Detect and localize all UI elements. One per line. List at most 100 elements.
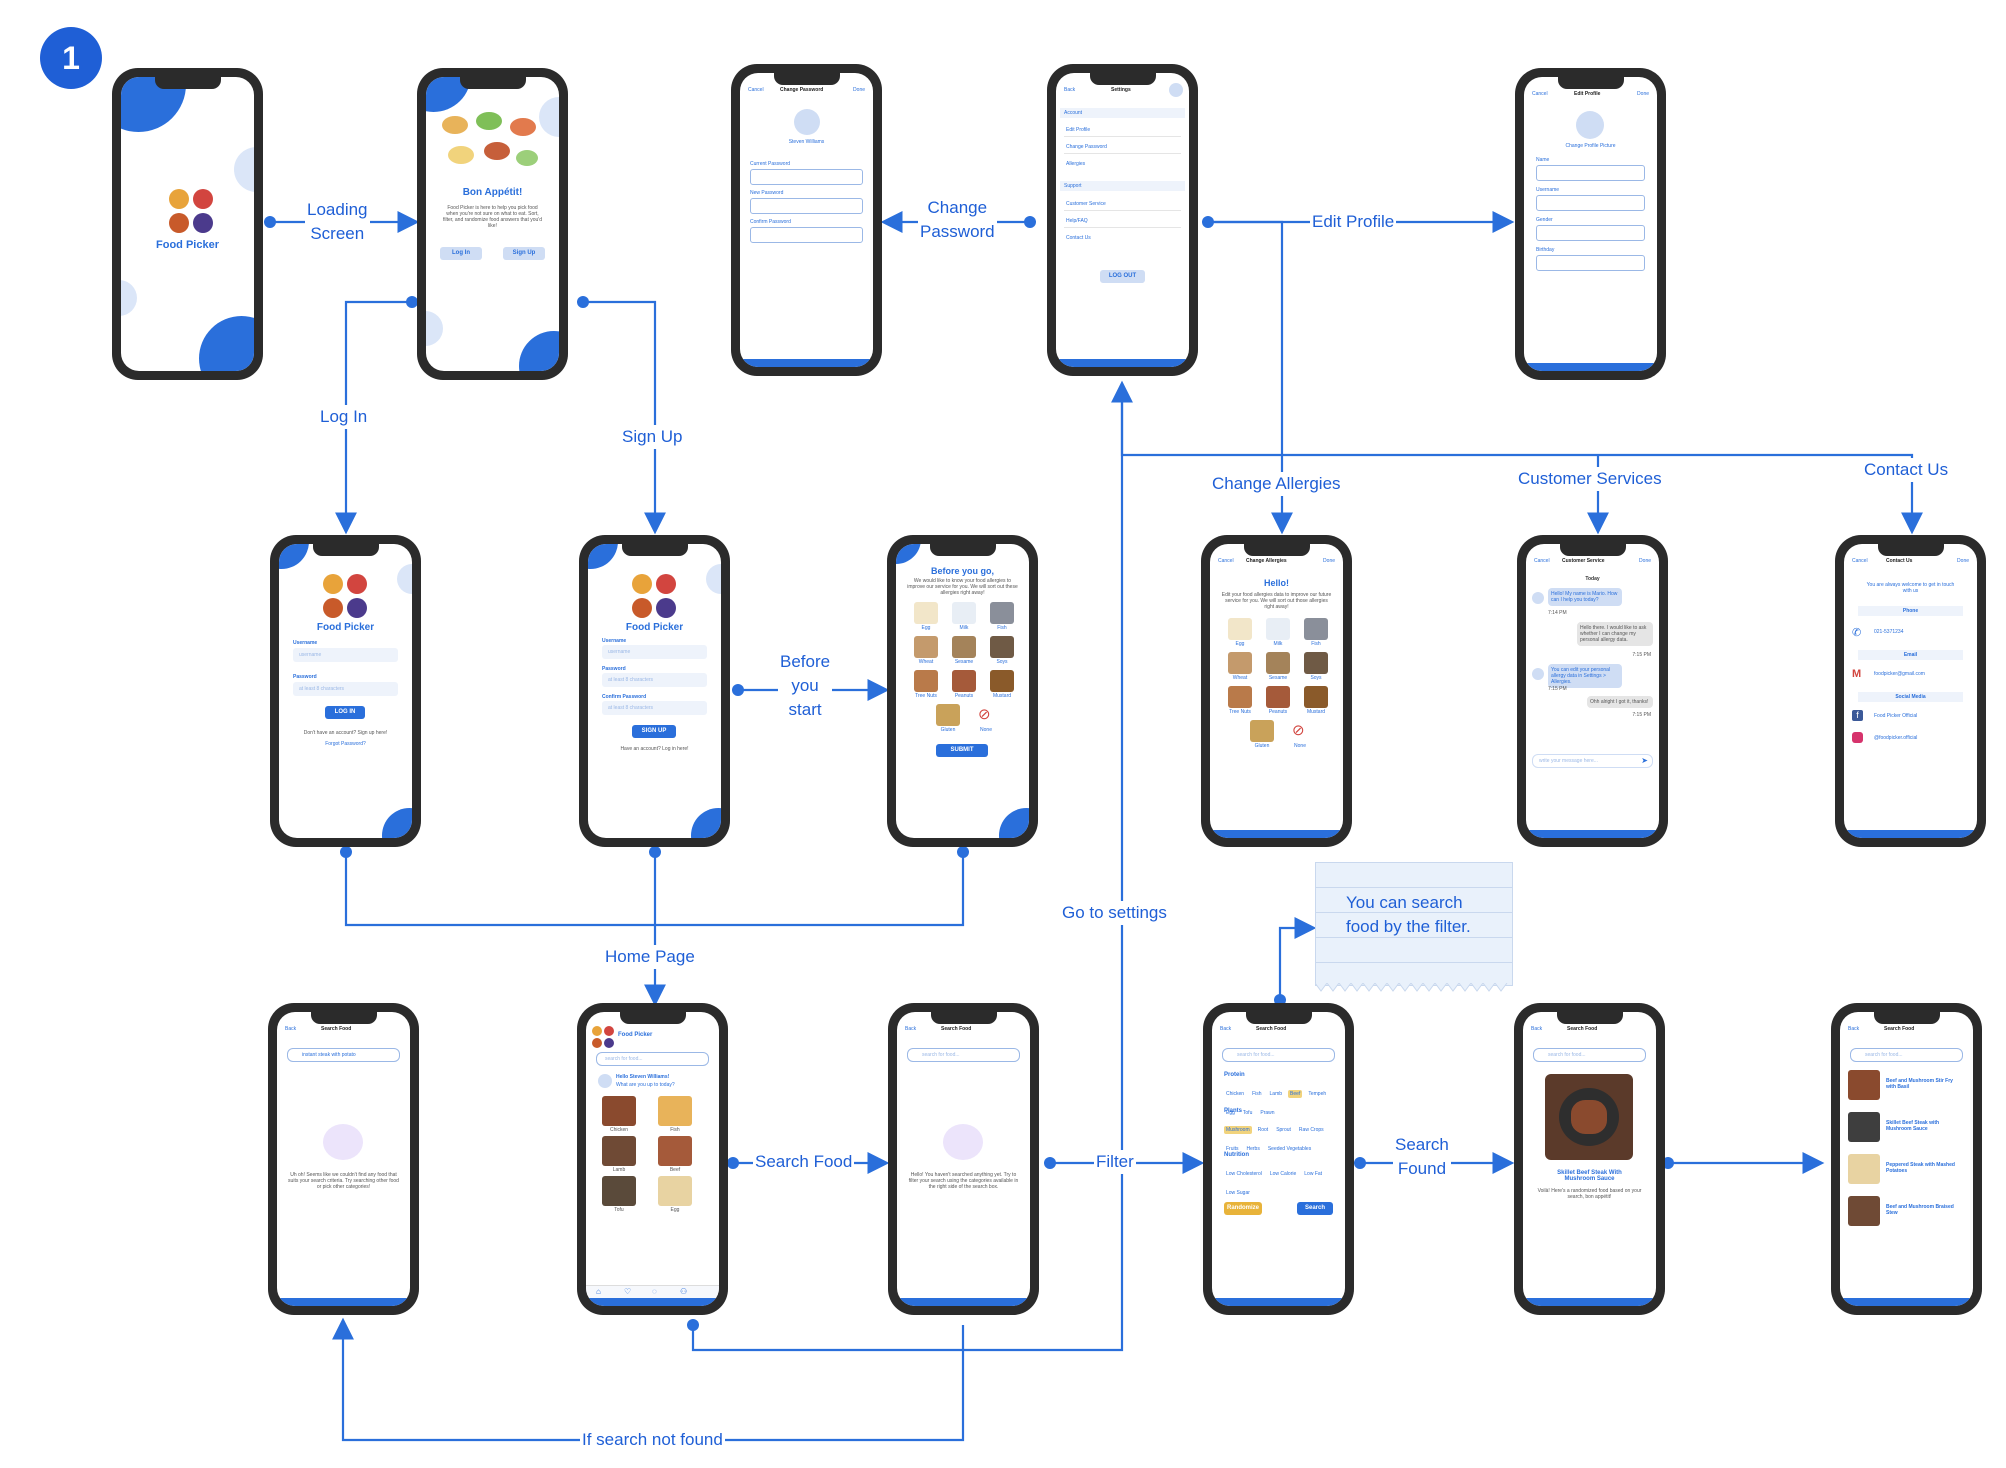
phone-value[interactable]: 021-5371234 bbox=[1874, 629, 1904, 635]
birthday-field[interactable] bbox=[1536, 255, 1645, 271]
allergy-option-fish[interactable] bbox=[990, 602, 1014, 624]
phone-customer-service[interactable]: Cancel Customer Service Done Today Hello… bbox=[1517, 535, 1668, 847]
filter-chip[interactable]: Lamb bbox=[1269, 1091, 1283, 1097]
allergy-option-egg[interactable] bbox=[1228, 618, 1252, 640]
allergy-option-milk[interactable] bbox=[952, 602, 976, 624]
allergy-option-milk[interactable] bbox=[1266, 618, 1290, 640]
category-fish[interactable] bbox=[658, 1096, 692, 1126]
back-button[interactable]: Back bbox=[905, 1026, 917, 1032]
filter-chip[interactable]: Root bbox=[1257, 1127, 1269, 1133]
allergy-option-tree-nuts[interactable] bbox=[1228, 686, 1252, 708]
result-thumbnail[interactable] bbox=[1848, 1112, 1880, 1142]
message-input[interactable]: write your message here... ➤ bbox=[1532, 754, 1653, 768]
filter-chip[interactable]: Beef bbox=[1288, 1090, 1303, 1098]
result-title[interactable]: Peppered Steak with Mashed Potatoes bbox=[1886, 1162, 1955, 1174]
current-password-field[interactable] bbox=[750, 169, 863, 185]
phone-edit-profile[interactable]: Cancel Edit Profile Done Change Profile … bbox=[1515, 68, 1666, 380]
category-tofu[interactable] bbox=[602, 1176, 636, 1206]
send-icon[interactable]: ➤ bbox=[1641, 756, 1648, 765]
back-button[interactable]: Back bbox=[285, 1026, 297, 1032]
phone-search-found[interactable]: Back Search Food search for food... Skil… bbox=[1514, 1003, 1665, 1315]
cancel-button[interactable]: Cancel bbox=[1852, 558, 1868, 564]
filter-chip[interactable]: Sprout bbox=[1276, 1127, 1291, 1133]
phone-search-empty[interactable]: Back Search Food search for food... Hell… bbox=[888, 1003, 1039, 1315]
filter-chip[interactable]: Low Cholesterol bbox=[1226, 1171, 1262, 1177]
name-field[interactable] bbox=[1536, 165, 1645, 181]
allergy-option-mustard[interactable] bbox=[990, 670, 1014, 692]
phone-results[interactable]: Back Search Food search for food... Beef… bbox=[1831, 1003, 1982, 1315]
cancel-button[interactable]: Cancel bbox=[748, 87, 764, 93]
settings-change-password[interactable]: Change Password bbox=[1066, 144, 1107, 150]
email-value[interactable]: foodpicker@gmail.com bbox=[1874, 671, 1925, 677]
allergy-option-none[interactable]: ⊘ bbox=[974, 704, 998, 726]
confirm-password-field[interactable] bbox=[750, 227, 863, 243]
allergy-option-egg[interactable] bbox=[914, 602, 938, 624]
allergy-option-gluten[interactable] bbox=[936, 704, 960, 726]
result-title[interactable]: Beef and Mushroom Stir Fry with Basil bbox=[1886, 1078, 1953, 1090]
filter-chip[interactable]: Tofu bbox=[1242, 1110, 1253, 1116]
phone-search-not-found[interactable]: Back Search Food instant steak with pota… bbox=[268, 1003, 419, 1315]
filter-chip[interactable]: Mushroom bbox=[1224, 1126, 1252, 1134]
allergy-option-sesame[interactable] bbox=[952, 636, 976, 658]
filter-chip[interactable]: Low Sugar bbox=[1226, 1190, 1250, 1196]
filter-chip[interactable]: Chicken bbox=[1226, 1091, 1245, 1097]
gender-field[interactable] bbox=[1536, 225, 1645, 241]
allergy-option-soys[interactable] bbox=[990, 636, 1014, 658]
done-button[interactable]: Done bbox=[853, 87, 865, 93]
heart-icon[interactable]: ♡ bbox=[624, 1287, 632, 1296]
allergy-option-sesame[interactable] bbox=[1266, 652, 1290, 674]
phone-login[interactable]: Food Picker Username username Password a… bbox=[270, 535, 421, 847]
phone-settings[interactable]: Back Settings Account Edit Profile Chang… bbox=[1047, 64, 1198, 376]
allergy-option-peanuts[interactable] bbox=[1266, 686, 1290, 708]
filter-chip[interactable]: Herbs bbox=[1246, 1146, 1260, 1152]
result-thumbnail[interactable] bbox=[1848, 1154, 1880, 1184]
phone-before-you-go[interactable]: Before you go, We would like to know you… bbox=[887, 535, 1038, 847]
phone-contact-us[interactable]: Cancel Contact Us Done You are always we… bbox=[1835, 535, 1986, 847]
change-picture-link[interactable]: Change Profile Picture bbox=[1565, 143, 1616, 149]
result-title[interactable]: Skillet Beef Steak with Mushroom Sauce bbox=[1886, 1120, 1940, 1132]
category-beef[interactable] bbox=[658, 1136, 692, 1166]
phone-home[interactable]: Food Picker search for food... Hello Ste… bbox=[577, 1003, 728, 1315]
settings-help[interactable]: Help/FAQ bbox=[1066, 218, 1088, 224]
search-input[interactable]: search for food... bbox=[596, 1052, 709, 1066]
filter-chip[interactable]: Seeded Vegetables bbox=[1267, 1146, 1312, 1152]
back-button[interactable]: Back bbox=[1220, 1026, 1232, 1032]
password-field[interactable]: at least 8 characters bbox=[602, 673, 707, 687]
allergy-option-none[interactable]: ⊘ bbox=[1288, 720, 1312, 742]
done-button[interactable]: Done bbox=[1957, 558, 1969, 564]
settings-allergies[interactable]: Allergies bbox=[1066, 161, 1086, 167]
search-input[interactable]: search for food... bbox=[1850, 1048, 1963, 1062]
username-field[interactable]: username bbox=[602, 645, 707, 659]
allergy-option-wheat[interactable] bbox=[914, 636, 938, 658]
category-lamb[interactable] bbox=[602, 1136, 636, 1166]
settings-edit-profile[interactable]: Edit Profile bbox=[1066, 127, 1091, 133]
phone-change-password[interactable]: Cancel Change Password Done Steven Willi… bbox=[731, 64, 882, 376]
allergy-option-soys[interactable] bbox=[1304, 652, 1328, 674]
submit-button[interactable]: SUBMIT bbox=[936, 744, 988, 757]
password-field[interactable]: at least 8 characters bbox=[293, 682, 398, 696]
filter-chip[interactable]: Egg bbox=[1226, 1110, 1235, 1116]
phone-filter[interactable]: Back Search Food search for food... Prot… bbox=[1203, 1003, 1354, 1315]
signup-submit-button[interactable]: SIGN UP bbox=[632, 725, 676, 738]
result-thumbnail[interactable] bbox=[1848, 1196, 1880, 1226]
allergy-option-tree-nuts[interactable] bbox=[914, 670, 938, 692]
instagram-value[interactable]: @foodpicker.official bbox=[1874, 735, 1918, 741]
filter-chip[interactable]: Raw Crops bbox=[1298, 1127, 1324, 1133]
username-field[interactable]: username bbox=[293, 648, 398, 662]
result-title[interactable]: Beef and Mushroom Braised Stew bbox=[1886, 1204, 1954, 1216]
login-link[interactable]: Have an account? Log in here! bbox=[620, 746, 689, 752]
home-icon[interactable]: ⌂ bbox=[596, 1287, 601, 1296]
done-button[interactable]: Done bbox=[1639, 558, 1651, 564]
filter-chip[interactable]: Prawn bbox=[1260, 1110, 1275, 1116]
settings-contact[interactable]: Contact Us bbox=[1066, 235, 1091, 241]
allergy-option-fish[interactable] bbox=[1304, 618, 1328, 640]
allergy-option-wheat[interactable] bbox=[1228, 652, 1252, 674]
confirm-password-field[interactable]: at least 8 characters bbox=[602, 701, 707, 715]
forgot-password-link[interactable]: Forgot Password? bbox=[325, 741, 366, 747]
category-chicken[interactable] bbox=[602, 1096, 636, 1126]
signup-link[interactable]: Don't have an account? Sign up here! bbox=[303, 730, 388, 736]
phone-welcome[interactable]: Bon Appétit! Food Picker is here to help… bbox=[417, 68, 568, 380]
chat-icon[interactable]: ◌ bbox=[652, 1287, 657, 1296]
search-input[interactable]: instant steak with potato bbox=[287, 1048, 400, 1062]
profile-icon[interactable]: ⚇ bbox=[680, 1287, 688, 1296]
